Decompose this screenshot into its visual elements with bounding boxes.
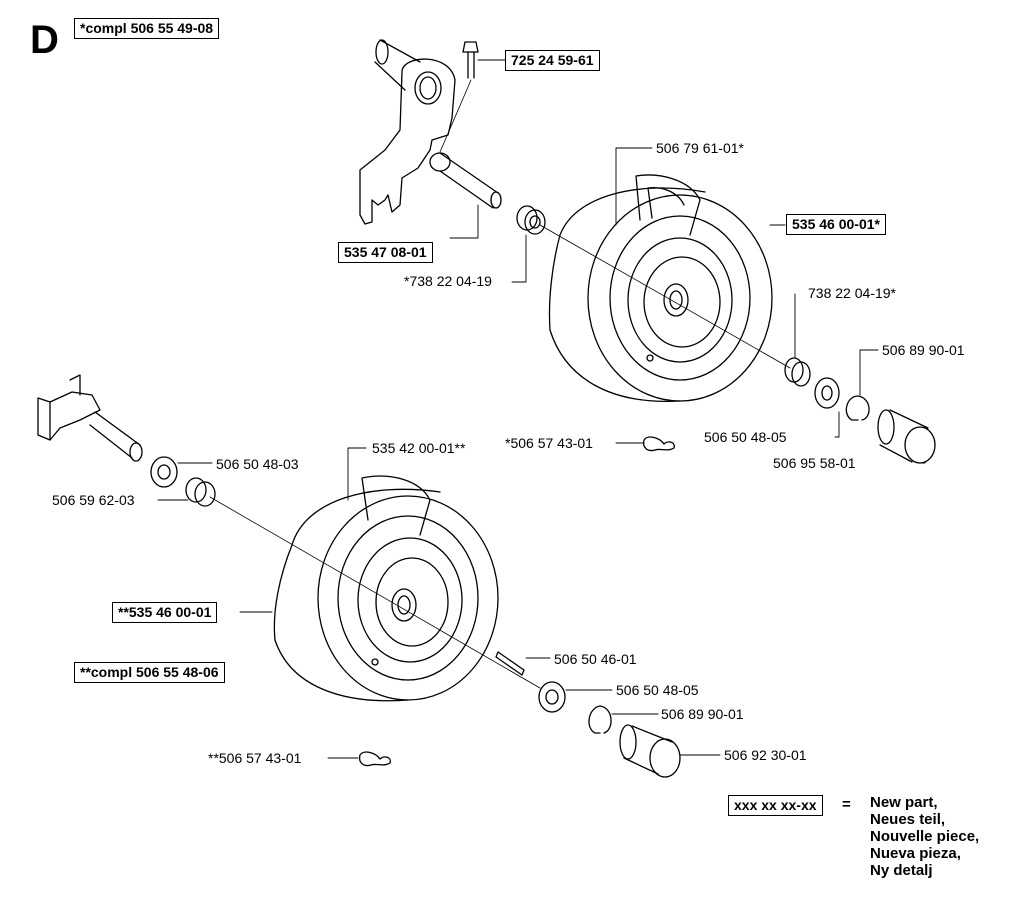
label-clamp-top: *506 57 43-01 [505, 435, 593, 451]
cap-bottom [619, 724, 681, 778]
bearing-outer-top [784, 357, 811, 387]
bracket-plate [359, 58, 456, 225]
clip-bottom [588, 705, 612, 734]
washer-top [814, 377, 840, 409]
label-bushing-left: 506 59 62-03 [52, 492, 135, 508]
wheel-bottom [273, 475, 499, 702]
key [495, 651, 525, 676]
bolt [462, 41, 479, 79]
label-compl-bottom: **compl 506 55 48-06 [74, 662, 225, 683]
legend-line: New part, [870, 794, 938, 811]
wheel-top [548, 174, 773, 403]
legend-translations: New part, Neues teil, Nouvelle piece, Nu… [870, 794, 979, 879]
label-tire-bottom: **535 46 00-01 [112, 602, 218, 623]
label-bolt: 725 24 59-61 [505, 50, 600, 71]
label-clip-bottom: 506 89 90-01 [661, 706, 744, 722]
axle-tube-top [374, 39, 421, 91]
label-key: 506 50 46-01 [554, 651, 637, 667]
legend-line: Neues teil, [870, 811, 946, 828]
label-wheel-top: 506 79 61-01* [656, 140, 744, 156]
cap-top [877, 409, 936, 464]
legend-line: Nouvelle piece, [870, 828, 980, 845]
label-compl-top: *compl 506 55 49-08 [74, 18, 220, 39]
axle-bracket-left [37, 374, 143, 462]
clamp-top [642, 436, 675, 452]
label-washer-bottom: 506 50 48-05 [616, 682, 699, 698]
label-cap-bottom: 506 92 30-01 [724, 747, 807, 763]
label-bearing-outer-top: 738 22 04-19* [808, 285, 896, 301]
leader-lines [157, 59, 926, 759]
label-axle-top: 535 47 08-01 [338, 242, 433, 263]
bearing-inner-top [516, 205, 546, 235]
label-wheel-bottom: 535 42 00-01** [372, 440, 466, 456]
legend-line: Ny detalj [870, 862, 933, 879]
stub-axle [429, 152, 502, 209]
bushing-left [185, 477, 216, 507]
label-tire-top: 535 46 00-01* [786, 214, 886, 235]
label-clip-top: 506 89 90-01 [882, 342, 965, 358]
label-clamp-bottom: **506 57 43-01 [208, 750, 302, 766]
legend-code: xxx xx xx-xx [728, 795, 823, 816]
label-bearing-inner-top: *738 22 04-19 [404, 273, 492, 289]
label-washer-left: 506 50 48-03 [216, 456, 299, 472]
clamp-bottom [358, 751, 391, 767]
clip-top [845, 395, 870, 421]
washer-left [150, 456, 178, 488]
label-cap-top: 506 95 58-01 [773, 455, 856, 471]
legend-line: Nueva pieza, [870, 845, 961, 862]
washer-bottom [538, 681, 566, 713]
section-letter: D [30, 18, 59, 62]
label-washer-top: 506 50 48-05 [704, 429, 787, 445]
legend-equals: = [842, 796, 851, 813]
